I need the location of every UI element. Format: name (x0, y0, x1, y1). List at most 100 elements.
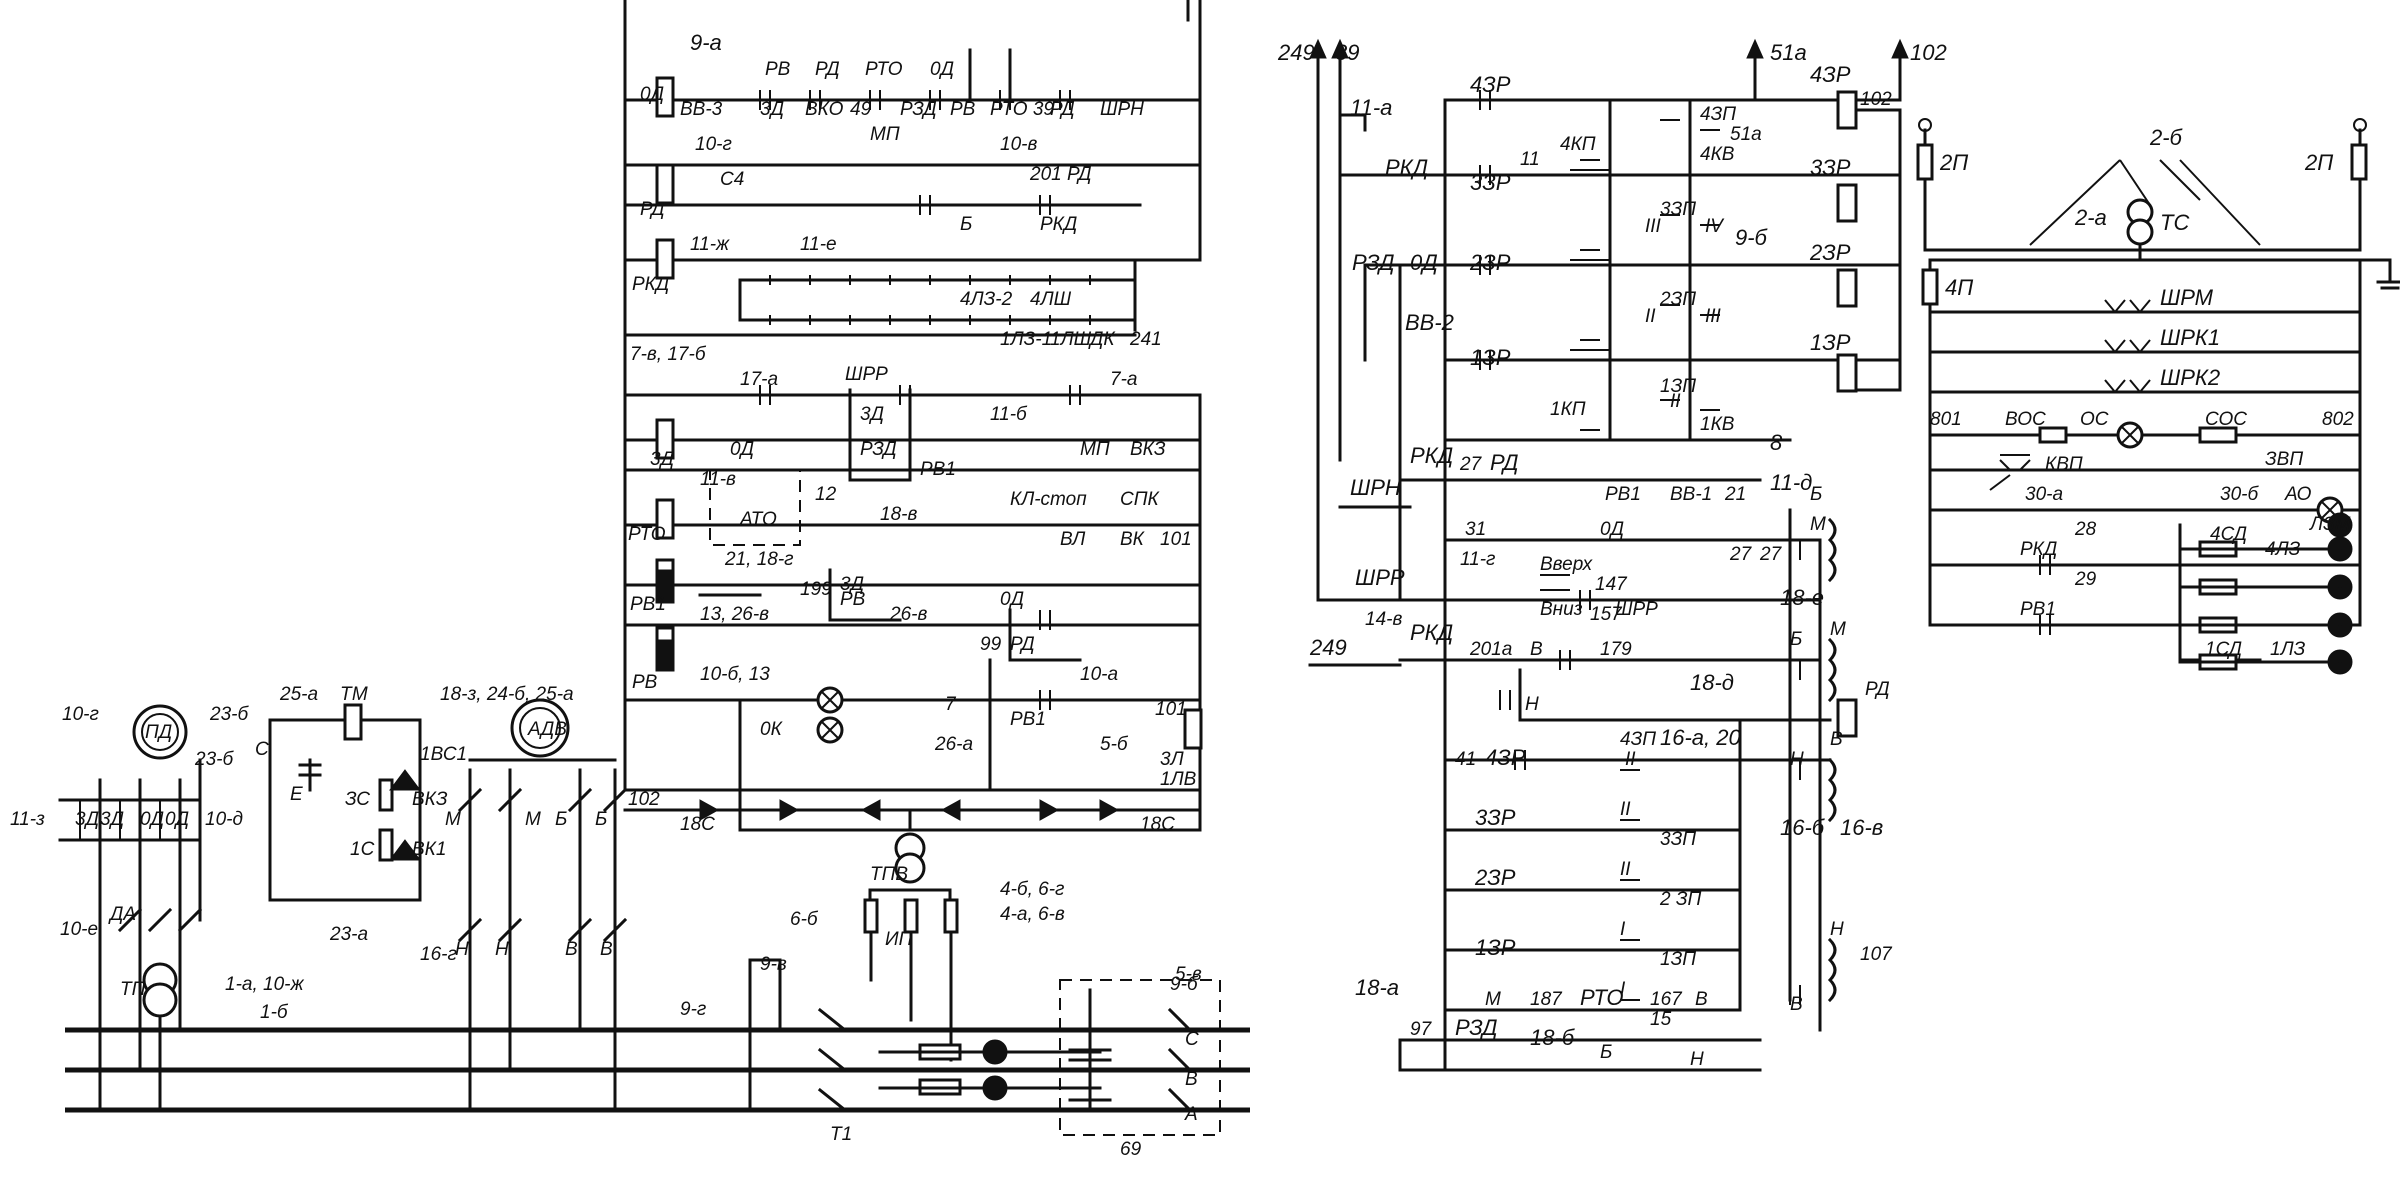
label-4b6g: 4-б, 6-г (1000, 879, 1064, 900)
label-rd-side: РД (640, 199, 665, 220)
label-iii: III (1645, 216, 1662, 237)
label-vl: ВЛ (1060, 529, 1086, 550)
label-249-b: 249 (1309, 635, 1347, 660)
label-zs: ЗС (345, 789, 370, 810)
label-2zp-b: 2 ЗП (1659, 889, 1702, 910)
motor-pd (58, 704, 203, 1112)
label-od-m2: 0Д (165, 809, 189, 830)
label-phase-v: В (1185, 1069, 1198, 1090)
label-14v: 14-в (1365, 609, 1402, 630)
label-tp: ТП (120, 979, 146, 1000)
label-1vs1: 1ВС1 (420, 744, 467, 765)
label-m2: М (525, 809, 541, 830)
label-102-top: 102 (1910, 40, 1947, 65)
label-9b: 9-б (1170, 974, 1199, 995)
label-11g: 11-г (1460, 549, 1495, 570)
label-7v17b: 7-в, 17-б (630, 344, 707, 365)
label-2zr-a: 2ЗР (1469, 250, 1511, 275)
label-vniz: Вниз (1540, 599, 1583, 620)
label-v-b: В (1830, 729, 1843, 750)
label-26a: 26-а (934, 734, 973, 755)
label-7: 7 (945, 694, 957, 715)
label-vko: ВКО (805, 99, 844, 120)
label-rto-mid: РТО (1580, 985, 1624, 1010)
label-41: 41 (1455, 749, 1476, 770)
label-6b: 6-б (790, 909, 819, 930)
label-10d: 10-д (205, 809, 243, 830)
label-ii-b: II (1670, 391, 1681, 412)
label-vv1: ВВ-1 (1670, 484, 1712, 505)
label-rkd-c: РКД (1410, 620, 1453, 645)
label-rkd-b: РКД (1410, 443, 1453, 468)
label-18s-a: 18С (680, 814, 715, 835)
label-mp2: МП (1080, 439, 1110, 460)
label-5b: 5-б (1100, 734, 1129, 755)
label-10a: 10-а (1080, 664, 1118, 685)
label-107: 107 (1860, 944, 1893, 965)
label-v-c: В (1790, 994, 1803, 1015)
label-phase-a: А (1184, 1104, 1198, 1125)
label-e: Е (290, 784, 303, 805)
label-11a: 11-а (1350, 95, 1392, 120)
label-201a: 201а (1469, 639, 1512, 660)
middle-circuit (1308, 38, 1909, 1072)
label-3zp: 3ЗП (1660, 199, 1696, 220)
label-n-c: Н (1830, 919, 1844, 940)
label-1zr-c: 1ЗР (1475, 935, 1516, 960)
label-4zr-a: 4ЗР (1470, 72, 1511, 97)
label-1b: 1-б (260, 1002, 289, 1023)
label-rkd-side: РКД (632, 274, 669, 295)
label-ii-d: II (1620, 799, 1631, 820)
label-c: С (255, 739, 269, 760)
tm-section (268, 703, 422, 902)
label-17a: 17-а (740, 369, 778, 390)
label-os: ОС (2080, 409, 2109, 430)
label-2zr-b: 2ЗР (1809, 240, 1851, 265)
label-16g: 16-г (420, 944, 457, 965)
motor-adv (457, 698, 628, 1112)
label-26v: 26-в (889, 604, 927, 625)
label-mp: МП (870, 124, 900, 145)
label-27: 27 (1459, 454, 1483, 475)
label-102-b: 102 (1860, 89, 1892, 110)
label-rv1-mid: РВ1 (1605, 484, 1641, 505)
label-11: 11 (1520, 149, 1540, 170)
label-rv2: РВ (950, 99, 976, 120)
label-rto39: РТО 39 (990, 99, 1054, 120)
label-27c: 27 (1759, 544, 1783, 565)
label-199: 199 (800, 579, 832, 600)
label-iv: IV (1705, 216, 1725, 237)
label-tpv: ТПВ (870, 864, 908, 885)
label-4lz: 4ЛЗ (2265, 539, 2301, 560)
label-21-18g: 21, 18-г (724, 549, 794, 570)
label-1lz: 1ЛЗ (2270, 639, 2306, 660)
label-v1: В (565, 939, 578, 960)
label-rto2: РТО (628, 524, 666, 545)
label-4p: 4П (1945, 275, 1973, 300)
label-vv3: ВВ-3 (680, 99, 723, 120)
label-kl-stop: КЛ-стоп (1010, 489, 1087, 510)
label-12: 12 (815, 484, 837, 505)
label-18z-24b-25a: 18-з, 24-б, 25-а (440, 684, 574, 705)
label-9a: 9-а (690, 30, 722, 55)
label-m-a: М (1810, 514, 1826, 535)
label-51a: 51а (1770, 40, 1807, 65)
label-n-b: Н (1790, 749, 1804, 770)
label-3zr-a: 3ЗР (1470, 170, 1511, 195)
label-1zp-b: 1ЗП (1660, 949, 1696, 970)
label-b-a: Б (1810, 484, 1822, 505)
label-ip: ИП (885, 929, 913, 950)
label-shrk2: ШРК2 (2160, 365, 2220, 390)
label-zd3: 3Д (860, 404, 884, 425)
label-v-a: В (1530, 639, 1543, 660)
label-7a: 7-а (1110, 369, 1137, 390)
label-23a: 23-а (329, 924, 368, 945)
label-802: 802 (2322, 409, 2354, 430)
label-4kv: 4КВ (1700, 144, 1735, 165)
label-2zr-c: 2ЗР (1474, 865, 1516, 890)
label-n1: Н (455, 939, 469, 960)
label-4zr-b: 4ЗР (1810, 62, 1851, 87)
label-rv1-right: РВ1 (2020, 599, 2056, 620)
label-11d: 11-д (1770, 470, 1812, 495)
label-rd-mid: РД (1490, 450, 1518, 475)
